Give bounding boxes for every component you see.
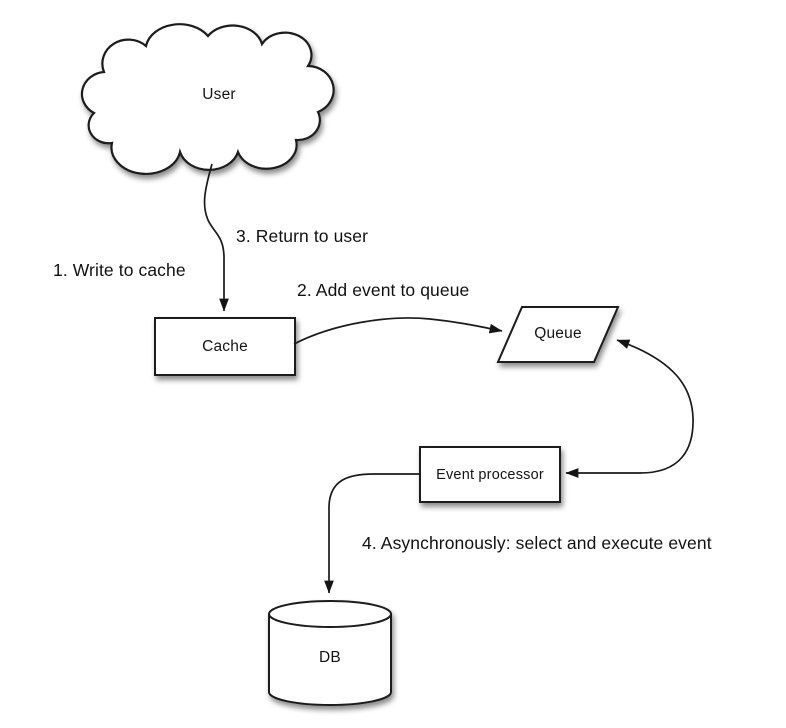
event-processor-node-shape <box>419 446 561 503</box>
edge-cache-to-queue <box>293 317 503 345</box>
edge-event-processor-queue <box>565 339 694 478</box>
edge-label-write-to-cache: 1. Write to cache <box>53 260 186 280</box>
cache-node-shape <box>154 317 296 376</box>
edge-user-to-cache <box>203 163 229 312</box>
edge-label-async-select-execute: 4. Asynchronously: select and execute ev… <box>362 533 712 553</box>
queue-node-label: Queue <box>534 325 582 342</box>
user-node-label: User <box>202 86 236 103</box>
event-processor-node-label: Event processor <box>436 467 544 483</box>
edge-label-return-to-user: 3. Return to user <box>236 226 369 246</box>
cache-node-label: Cache <box>202 338 248 355</box>
db-node-label: DB <box>319 649 341 666</box>
edge-event-processor-to-db <box>324 473 420 594</box>
edge-label-add-event-to-queue: 2. Add event to queue <box>297 280 470 300</box>
db-node-shape <box>268 600 392 706</box>
